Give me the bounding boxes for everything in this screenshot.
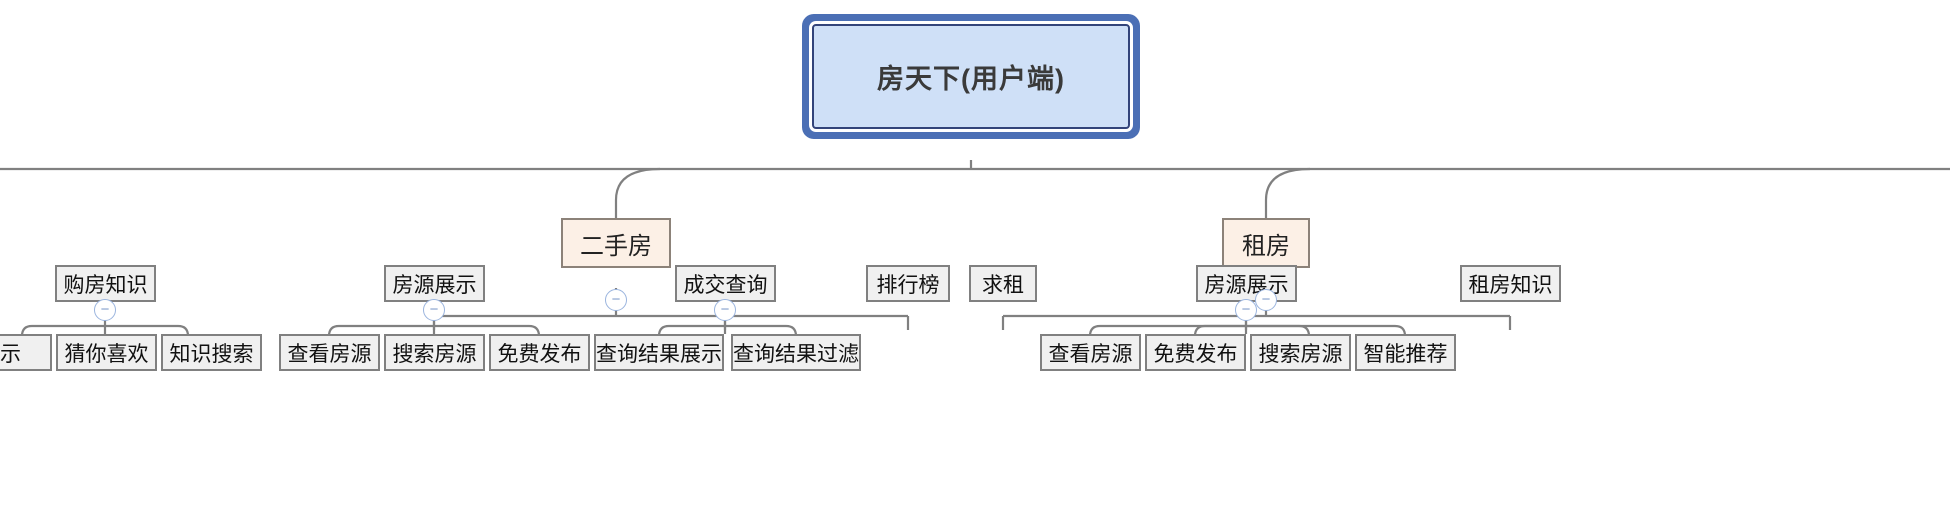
node-sousuo-fangyuan-ershoufang[interactable]: 搜索房源 (384, 334, 485, 371)
minus-icon: − (1261, 290, 1271, 308)
node-sousuo-fangyuan-zufang-label: 搜索房源 (1258, 342, 1343, 366)
node-chengjiao-chaxun[interactable]: 成交查询 (675, 265, 776, 302)
node-zhineng-tuijian[interactable]: 智能推荐 (1355, 334, 1456, 371)
node-fangyuan-zhanshi-zufang-label: 房源展示 (1204, 273, 1289, 297)
minus-icon: − (611, 290, 621, 308)
edge-spine-to-zufang (1264, 167, 1311, 218)
node-zufang-zhishi[interactable]: 租房知识 (1460, 265, 1561, 302)
node-chaxun-jieguo-zhanshi[interactable]: 查询结果展示 (594, 334, 724, 371)
node-qiuzu-label: 求租 (982, 273, 1024, 297)
collapse-toggle-zufang[interactable]: − (1255, 289, 1277, 311)
node-zufang-zhishi-label: 租房知识 (1468, 273, 1553, 297)
node-ershoufang-label: 二手房 (580, 232, 652, 260)
node-fangyuan-zhanshi-ershoufang[interactable]: 房源展示 (384, 265, 485, 302)
node-zhishi-sousuo[interactable]: 知识搜索 (161, 334, 262, 371)
root-node-label: 房天下(用户端) (877, 64, 1065, 94)
node-zhishi-zhanshi-label: 展示 (0, 342, 21, 366)
node-caini-xihuan-label: 猜你喜欢 (64, 342, 149, 366)
node-mianfei-fabu-zufang-label: 免费发布 (1153, 342, 1238, 366)
collapse-toggle-goufang-zhishi[interactable]: − (94, 299, 116, 321)
collapse-toggle-chengjiao-chaxun[interactable]: − (714, 299, 736, 321)
node-qiuzu[interactable]: 求租 (969, 265, 1037, 302)
node-fangyuan-zhanshi-ershoufang-label: 房源展示 (392, 273, 477, 297)
root-node[interactable]: 房天下(用户端) (812, 24, 1130, 129)
node-chakan-fangyuan-zufang[interactable]: 查看房源 (1040, 334, 1141, 371)
minus-icon: − (720, 300, 730, 318)
node-paihangbang-label: 排行榜 (876, 273, 940, 297)
node-zhishi-sousuo-label: 知识搜索 (169, 342, 254, 366)
node-chakan-fangyuan-ershoufang[interactable]: 查看房源 (279, 334, 380, 371)
node-zufang[interactable]: 租房 (1222, 218, 1310, 268)
node-chaxun-jieguo-guolv-label: 查询结果过滤 (733, 342, 859, 366)
edge-spine-to-ershoufang (614, 167, 661, 218)
node-zufang-label: 租房 (1242, 232, 1290, 260)
node-chaxun-jieguo-guolv[interactable]: 查询结果过滤 (731, 334, 861, 371)
node-chakan-fangyuan-ershoufang-label: 查看房源 (287, 342, 372, 366)
node-sousuo-fangyuan-ershoufang-label: 搜索房源 (392, 342, 477, 366)
collapse-toggle-ershoufang[interactable]: − (605, 289, 627, 311)
minus-icon: − (1241, 300, 1251, 318)
node-chakan-fangyuan-zufang-label: 查看房源 (1048, 342, 1133, 366)
collapse-toggle-fangyuan-zhanshi-ershoufang[interactable]: − (423, 299, 445, 321)
node-goufang-zhishi[interactable]: 购房知识 (55, 265, 156, 302)
node-zhishi-zhanshi[interactable]: 展示 (0, 334, 52, 371)
node-paihangbang[interactable]: 排行榜 (866, 265, 950, 302)
node-mianfei-fabu-ershoufang-label: 免费发布 (497, 342, 582, 366)
node-mianfei-fabu-ershoufang[interactable]: 免费发布 (489, 334, 590, 371)
minus-icon: − (429, 300, 439, 318)
node-mianfei-fabu-zufang[interactable]: 免费发布 (1145, 334, 1246, 371)
collapse-toggle-fangyuan-zhanshi-zufang[interactable]: − (1235, 299, 1257, 321)
node-zhineng-tuijian-label: 智能推荐 (1363, 342, 1448, 366)
node-caini-xihuan[interactable]: 猜你喜欢 (56, 334, 157, 371)
node-sousuo-fangyuan-zufang[interactable]: 搜索房源 (1250, 334, 1351, 371)
node-goufang-zhishi-label: 购房知识 (63, 273, 148, 297)
node-chaxun-jieguo-zhanshi-label: 查询结果展示 (596, 342, 722, 366)
node-fangyuan-zhanshi-zufang[interactable]: 房源展示 (1196, 265, 1297, 302)
node-chengjiao-chaxun-label: 成交查询 (683, 273, 768, 297)
minus-icon: − (100, 300, 110, 318)
node-ershoufang[interactable]: 二手房 (561, 218, 671, 268)
